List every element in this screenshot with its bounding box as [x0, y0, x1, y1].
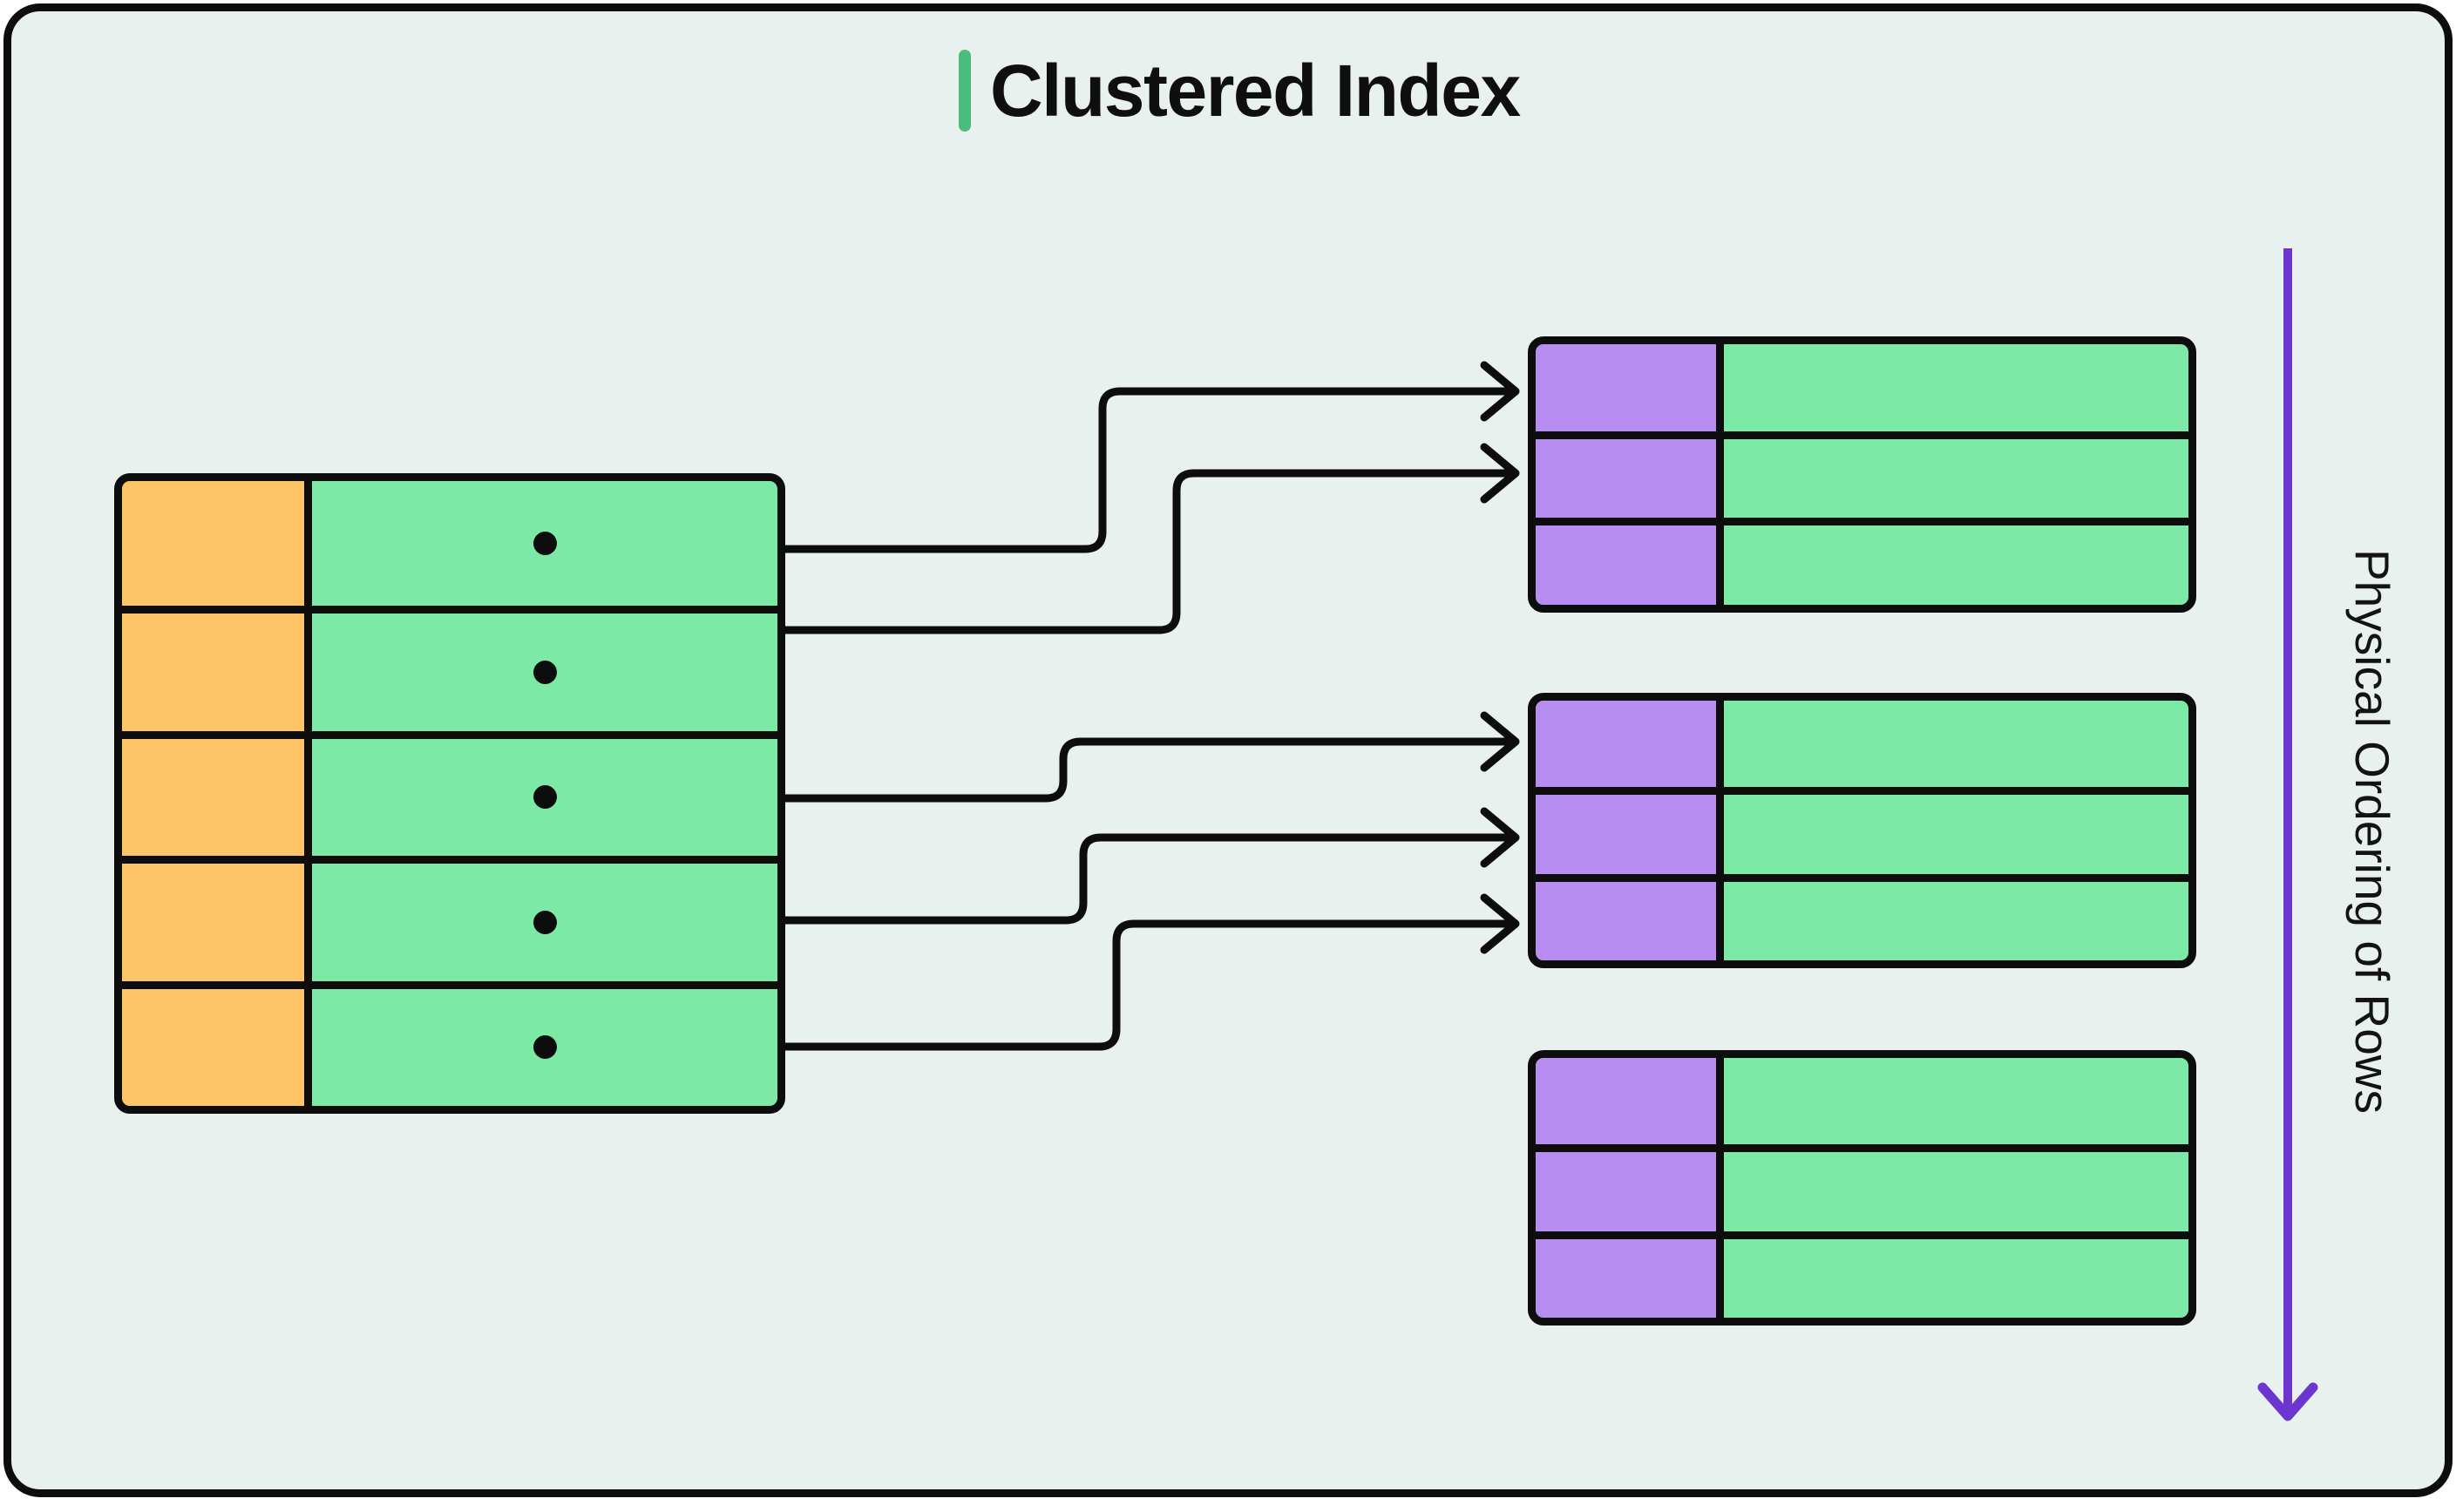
index-key-cell — [122, 481, 312, 607]
arrowhead-icon — [1480, 361, 1520, 422]
row-pointer-dot — [533, 1035, 557, 1060]
data-page-3 — [1528, 1050, 2196, 1326]
page-value-cell — [1724, 518, 2188, 605]
page-value-cell — [1724, 701, 2188, 787]
index-key-cell — [122, 730, 312, 857]
arrowhead-icon — [1480, 807, 1520, 868]
clustered-index-table — [114, 473, 785, 1114]
page-key-cell — [1536, 518, 1724, 605]
page-value-cell — [1724, 787, 2188, 873]
page-key-cell — [1536, 1058, 1724, 1145]
arrowhead-icon — [1480, 711, 1520, 772]
row-pointer-dot — [533, 910, 557, 934]
row-pointer-dot — [533, 532, 557, 556]
page-key-cell — [1536, 787, 1724, 874]
row-connector-arrow-1 — [777, 387, 1513, 553]
page-value-cell — [1724, 873, 2188, 960]
row-connector-arrow-5 — [777, 919, 1513, 1051]
row-connector-arrow-2 — [777, 469, 1513, 634]
diagram-header: Clustered Index — [959, 50, 1521, 132]
index-value-cell — [312, 980, 777, 1106]
index-key-cell — [122, 606, 312, 731]
data-page-2 — [1528, 693, 2196, 968]
row-connector-arrow-3 — [777, 737, 1513, 803]
row-connector-arrow-4 — [777, 833, 1513, 925]
title-accent-bar — [959, 50, 971, 132]
diagram-panel: Clustered Index Physical Ordering of Row… — [3, 3, 2453, 1497]
page-key-cell — [1536, 1231, 1724, 1318]
page-key-cell — [1536, 344, 1724, 431]
index-value-cell — [312, 481, 777, 606]
index-key-cell — [122, 980, 312, 1106]
ordering-arrowhead-icon — [2257, 1382, 2318, 1421]
index-value-cell — [312, 856, 777, 980]
diagram-title: Clustered Index — [990, 50, 1521, 132]
page-value-cell — [1724, 1231, 2188, 1318]
page-key-cell — [1536, 431, 1724, 519]
page-value-cell — [1724, 431, 2188, 519]
index-key-cell — [122, 856, 312, 981]
page-value-cell — [1724, 344, 2188, 431]
row-pointer-dot — [533, 785, 557, 810]
page-key-cell — [1536, 1144, 1724, 1231]
index-value-cell — [312, 606, 777, 730]
row-pointer-dot — [533, 661, 557, 685]
page-key-cell — [1536, 701, 1724, 788]
page-value-cell — [1724, 1144, 2188, 1231]
arrowhead-icon — [1480, 893, 1520, 954]
page-key-cell — [1536, 873, 1724, 960]
physical-ordering-label: Physical Ordering of Rows — [2345, 548, 2399, 1115]
data-page-1 — [1528, 336, 2196, 613]
arrowhead-icon — [1480, 443, 1520, 504]
page-value-cell — [1724, 1058, 2188, 1144]
index-value-cell — [312, 730, 777, 856]
